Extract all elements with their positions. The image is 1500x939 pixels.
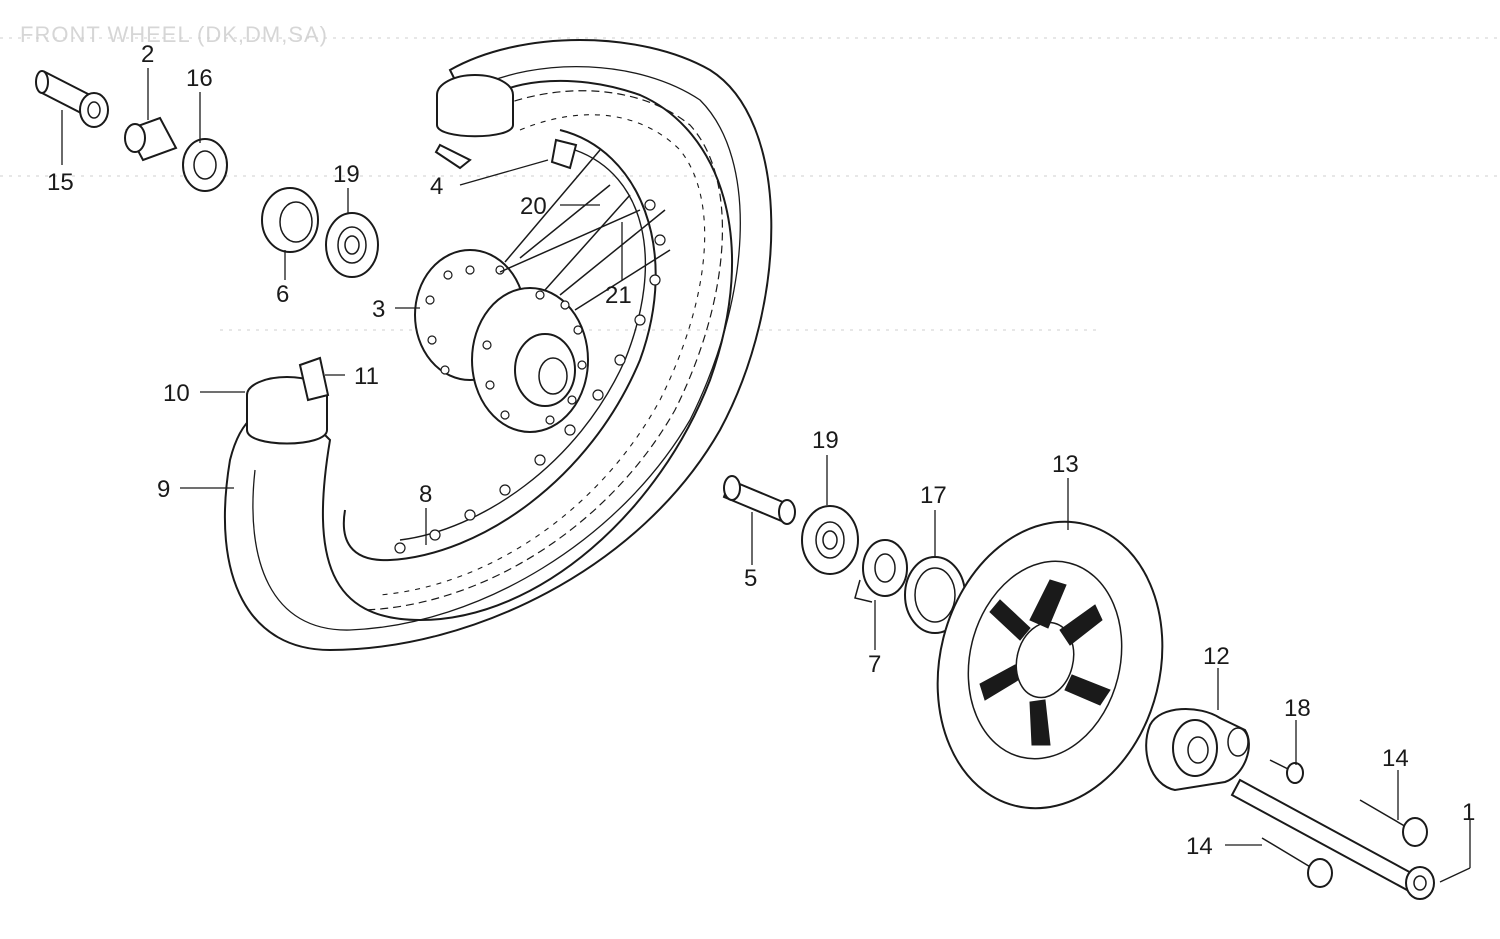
- leader-lines: [61, 68, 1471, 883]
- bolt-upper: [1359, 799, 1428, 847]
- callout-10: 10: [163, 380, 190, 407]
- screw-18: [1269, 759, 1304, 784]
- brake-disc: [936, 520, 1164, 810]
- callout-1: 1: [1462, 799, 1475, 826]
- callout-8: 8: [419, 481, 432, 508]
- callout-14-lower: 14: [1186, 833, 1213, 860]
- diagram-heading: FRONT WHEEL (DK,DM,SA): [20, 22, 329, 47]
- callout-21: 21: [605, 282, 632, 309]
- side-collar: [124, 116, 178, 162]
- lock-plate: [854, 539, 908, 603]
- valve: [550, 138, 578, 170]
- bearing-left: [325, 212, 379, 278]
- rim: [342, 129, 666, 562]
- axle-nut: [35, 70, 109, 128]
- tire: [223, 39, 773, 652]
- callout-20: 20: [520, 193, 547, 220]
- callout-13: 13: [1052, 451, 1079, 478]
- tube: [246, 74, 514, 445]
- rim-band: [298, 143, 472, 402]
- bolt-lower: [1261, 837, 1333, 888]
- callout-6: 6: [276, 281, 289, 308]
- callout-14-upper: 14: [1382, 745, 1409, 772]
- callout-19-left: 19: [333, 161, 360, 188]
- hub-seal: [904, 556, 966, 634]
- callout-15: 15: [47, 169, 74, 196]
- callout-11: 11: [354, 363, 379, 390]
- callout-12: 12: [1203, 643, 1230, 670]
- hub: [414, 149, 671, 433]
- callout-19-right: 19: [812, 427, 839, 454]
- callout-labels: 15 2 16 19 6 4 20 3 21 10 11 9 8 5 19 7 …: [47, 41, 1475, 860]
- callout-9: 9: [157, 476, 170, 503]
- callout-18: 18: [1284, 695, 1311, 722]
- axle: [1230, 778, 1435, 900]
- callout-2: 2: [141, 41, 154, 68]
- callout-16: 16: [186, 65, 213, 92]
- bearing-right: [801, 505, 859, 575]
- rim-holes: [394, 199, 666, 554]
- callout-7: 7: [868, 651, 881, 678]
- callout-3: 3: [372, 296, 385, 323]
- dust-seal: [182, 138, 228, 192]
- oil-seal: [261, 187, 319, 253]
- callout-5: 5: [744, 565, 757, 592]
- distance-collar: [722, 475, 796, 525]
- callout-4: 4: [430, 173, 443, 200]
- gearbox: [1145, 708, 1250, 792]
- callout-17: 17: [920, 482, 947, 509]
